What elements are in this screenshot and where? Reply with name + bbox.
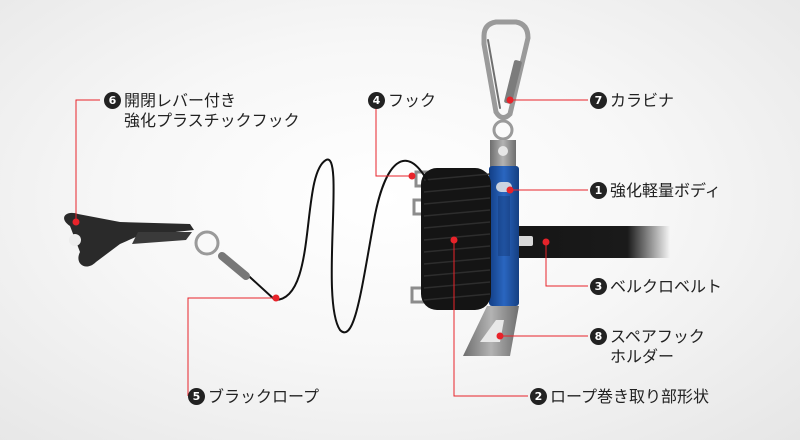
dot-5 — [272, 294, 280, 302]
leader-5 — [187, 297, 276, 396]
callout-7: 7 カラビナ — [590, 91, 674, 111]
dot-6 — [72, 218, 80, 226]
callout-6-text-line2: 強化プラスチックフック — [124, 111, 300, 130]
callout-5-text: ブラックロープ — [208, 387, 320, 406]
dot-1 — [506, 186, 514, 194]
callout-8-text-line2: ホルダー — [610, 347, 675, 366]
callout-3-number: 3 — [590, 278, 607, 295]
callout-2: 2 ロープ巻き取り部形状 — [530, 387, 709, 407]
leader-dots — [72, 96, 550, 340]
callout-3-text: ベルクロベルト — [610, 277, 723, 296]
dot-3 — [542, 238, 550, 246]
callout-5: 5 ブラックロープ — [188, 387, 319, 407]
dot-2 — [450, 236, 458, 244]
callout-1-number: 1 — [590, 182, 607, 199]
callout-8: 8 スペアフック ホルダー — [590, 327, 705, 367]
callout-6-text-line1: 開閉レバー付き — [124, 91, 237, 110]
callout-6: 6 開閉レバー付き 強化プラスチックフック — [104, 91, 300, 131]
leader-2 — [453, 240, 528, 397]
split-ring — [194, 230, 220, 256]
leader-3 — [545, 242, 588, 287]
rope-crimp — [218, 252, 250, 280]
leader-lines — [75, 99, 588, 397]
velcro-belt — [500, 226, 670, 258]
dot-8 — [496, 332, 504, 340]
callout-3: 3 ベルクロベルト — [590, 277, 722, 297]
callout-7-number: 7 — [590, 92, 607, 109]
callout-5-number: 5 — [188, 388, 205, 405]
callout-2-number: 2 — [530, 388, 547, 405]
leader-4 — [375, 100, 412, 177]
fish-grip — [64, 212, 194, 267]
callout-7-text: カラビナ — [610, 91, 675, 110]
callout-1: 1 強化軽量ボディ — [590, 181, 721, 201]
callout-4-text: フック — [388, 91, 437, 110]
callout-1-text: 強化軽量ボディ — [610, 181, 721, 200]
callout-6-number: 6 — [104, 92, 121, 109]
leader-6 — [75, 99, 100, 222]
dot-7 — [506, 96, 514, 104]
blue-body — [489, 166, 519, 306]
callout-2-text: ロープ巻き取り部形状 — [550, 387, 710, 406]
callout-4: 4 フック — [368, 91, 436, 111]
carabiner — [481, 19, 531, 141]
black-rope — [239, 158, 429, 334]
callout-8-number: 8 — [590, 328, 607, 345]
callout-4-number: 4 — [368, 92, 385, 109]
callout-8-text-line1: スペアフック — [610, 327, 705, 346]
dot-4 — [408, 172, 416, 180]
